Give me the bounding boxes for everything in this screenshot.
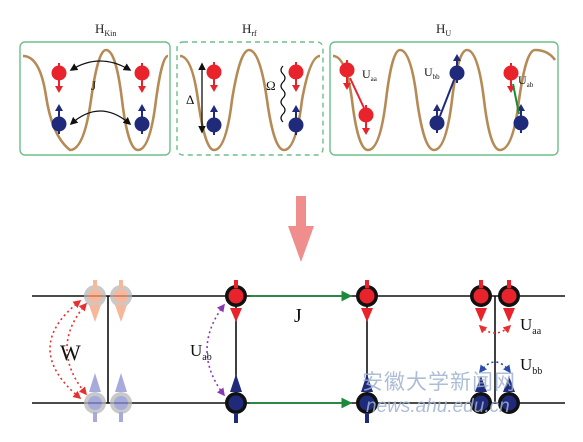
u-ubb-link <box>439 79 455 117</box>
site1-faded-blue-pair <box>84 373 132 422</box>
u-atom-blue-top <box>449 54 465 83</box>
panel-u-title: HU <box>436 21 451 38</box>
kin-atom-red-right <box>134 63 150 93</box>
u-atom-red-right <box>503 63 519 93</box>
site4-red-pair <box>470 280 520 322</box>
site2-blue-atom <box>225 374 247 423</box>
u-uaa-label: Uaa <box>362 67 378 83</box>
panel-rf-frame <box>176 41 324 156</box>
ubb-label: Ubb <box>520 355 542 377</box>
lattice-wave-u <box>332 48 557 152</box>
site4-blue-pair <box>470 376 520 414</box>
uaa-arrow <box>478 324 512 334</box>
lattice-wave-kin <box>22 48 169 152</box>
rf-atom-red-right <box>288 62 304 92</box>
u-atom-red-top <box>339 60 355 90</box>
watermark-url: news.ahu.edu.cn <box>366 396 510 417</box>
kin-atom-red-left <box>51 63 67 93</box>
uab-label: Uab <box>190 341 212 363</box>
kin-hop-label: J <box>91 78 96 93</box>
lattice-wave-rf <box>179 48 321 152</box>
panel-u-frame <box>329 41 559 156</box>
panel-kin-frame <box>19 41 171 156</box>
w-label: W <box>60 340 81 365</box>
rf-delta-label: Δ <box>186 92 194 107</box>
u-uab-label: Uab <box>518 73 534 89</box>
site3-red-atom <box>356 280 378 322</box>
u-atom-blue-bottom <box>429 104 445 133</box>
mapping-arrow <box>288 196 314 262</box>
rf-atom-red-left <box>206 62 222 92</box>
site3-blue-atom <box>356 374 378 423</box>
uaa-label: Uaa <box>520 315 542 337</box>
kin-hop-arrow-top <box>69 60 132 71</box>
panel-kin-title: HKin <box>95 21 116 38</box>
w-arrow-outer <box>49 300 82 400</box>
u-atom-red-bottom <box>358 105 374 135</box>
w-arrow-inner <box>66 302 88 396</box>
site1-faded-red-pair <box>84 280 132 322</box>
u-uab-link <box>512 83 520 115</box>
rf-atom-blue-right <box>288 105 304 135</box>
kin-hop-arrow-bottom <box>69 110 132 126</box>
uab-arrow <box>206 303 225 397</box>
j-label: J <box>294 305 302 327</box>
kin-atom-blue-left <box>51 104 67 134</box>
panel-rf-title: Hrf <box>242 21 257 38</box>
u-atom-blue-right <box>513 104 529 133</box>
rf-omega-label: Ω <box>266 78 276 93</box>
site2-red-atom <box>225 280 247 322</box>
rf-atom-blue-left <box>206 105 222 135</box>
u-ubb-label: Ubb <box>424 65 440 81</box>
rf-omega-wave <box>280 65 286 123</box>
u-uaa-link <box>349 77 365 109</box>
watermark-chinese: 安徽大学新闻网 <box>362 371 516 394</box>
kin-atom-blue-right <box>134 104 150 134</box>
